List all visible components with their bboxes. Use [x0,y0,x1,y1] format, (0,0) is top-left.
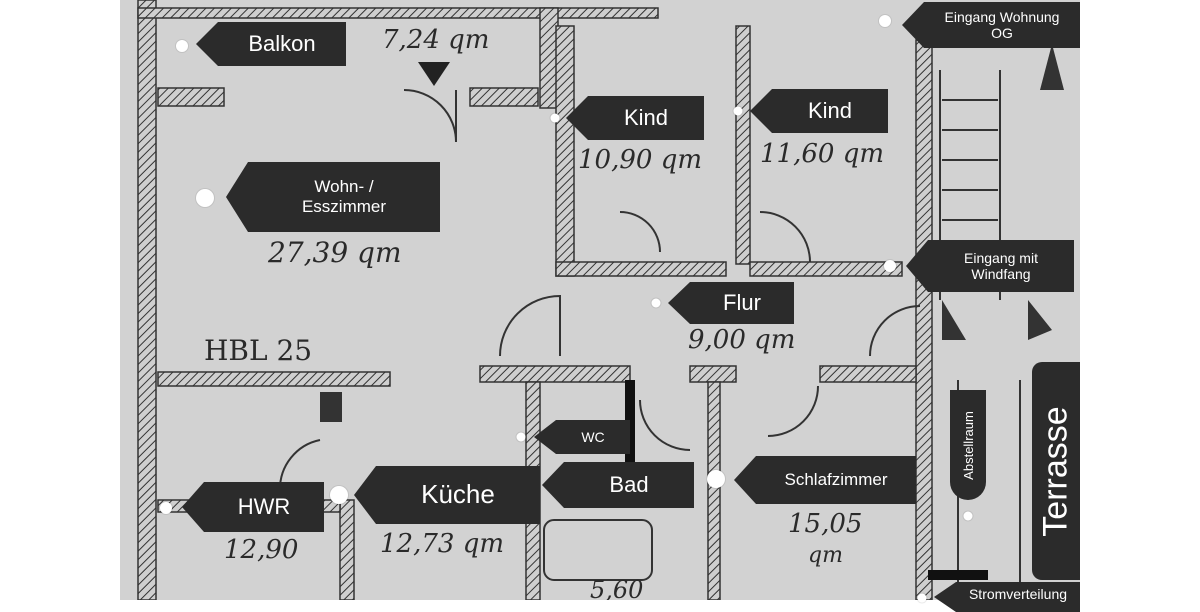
marker-wc[interactable] [516,432,526,442]
plan-area-wohnen: 27,39 qm [267,236,402,269]
marker-hwr[interactable] [160,502,172,514]
label-kind-2: Kind [750,89,888,133]
plan-area-schlaf-unit: qm [808,543,843,568]
marker-kind-1[interactable] [550,113,560,123]
label-stromverteilung: Stromverteilung [934,582,1080,612]
plan-area-bad: 5,60 [590,576,643,600]
marker-flur[interactable] [651,298,661,308]
label-abstellraum-text: Abstellraum [960,410,976,480]
label-eingang-windfang: Eingang mit Windfang [906,240,1074,292]
label-eingang-windfang-line1: Eingang mit [964,249,1038,266]
label-abstellraum: Abstellraum [950,390,986,500]
plan-area-flur: 9,00 qm [688,325,795,355]
label-balkon: Balkon [196,22,346,66]
plan-area-hwr: 12,90 [224,535,298,565]
marker-eingang-windfang[interactable] [884,260,896,272]
marker-kind-2[interactable] [733,106,743,116]
label-eingang-og: Eingang Wohnung OG [902,2,1080,48]
label-terrasse-text: Terrasse [1036,405,1075,537]
label-wc: WC [534,420,630,454]
label-eingang-windfang-line2: Windfang [971,266,1031,282]
label-wohnen: Wohn- / Esszimmer [226,162,440,232]
label-schlafzimmer: Schlafzimmer [734,456,916,504]
label-wohnen-line1: Wohn- / [314,177,374,197]
marker-kueche[interactable] [330,486,348,504]
marker-abstellraum[interactable] [963,511,973,521]
label-eingang-og-line2: OG [991,25,1013,41]
plan-area-kueche: 12,73 qm [380,529,504,559]
plan-area-schlaf: 15,05 [788,509,862,539]
label-kind-1: Kind [566,96,704,140]
marker-eingang-og[interactable] [879,15,891,27]
label-eingang-og-line1: Eingang Wohnung [944,8,1060,25]
plan-area-balkon: 7,24 qm [382,25,489,55]
label-hwr: HWR [182,482,324,532]
marker-balkon[interactable] [176,40,188,52]
plan-area-kind2: 11,60 qm [760,139,884,169]
marker-wohnen[interactable] [196,189,214,207]
plan-hbl: HBL 25 [204,334,312,367]
marker-schlafzimmer[interactable] [707,470,725,488]
label-wohnen-line2: Esszimmer [301,197,387,216]
walls [137,0,933,600]
label-kueche: Küche [354,466,540,524]
floor-plan-drawing: 7,24 qm 10,90 qm 11,60 qm 27,39 qm 9,00 … [137,0,1064,600]
label-terrasse: Terrasse [1032,362,1080,580]
label-bad: Bad [542,462,694,508]
marker-stromverteilung[interactable] [917,593,927,603]
label-flur: Flur [668,282,794,324]
plan-area-kind1: 10,90 qm [578,145,702,175]
